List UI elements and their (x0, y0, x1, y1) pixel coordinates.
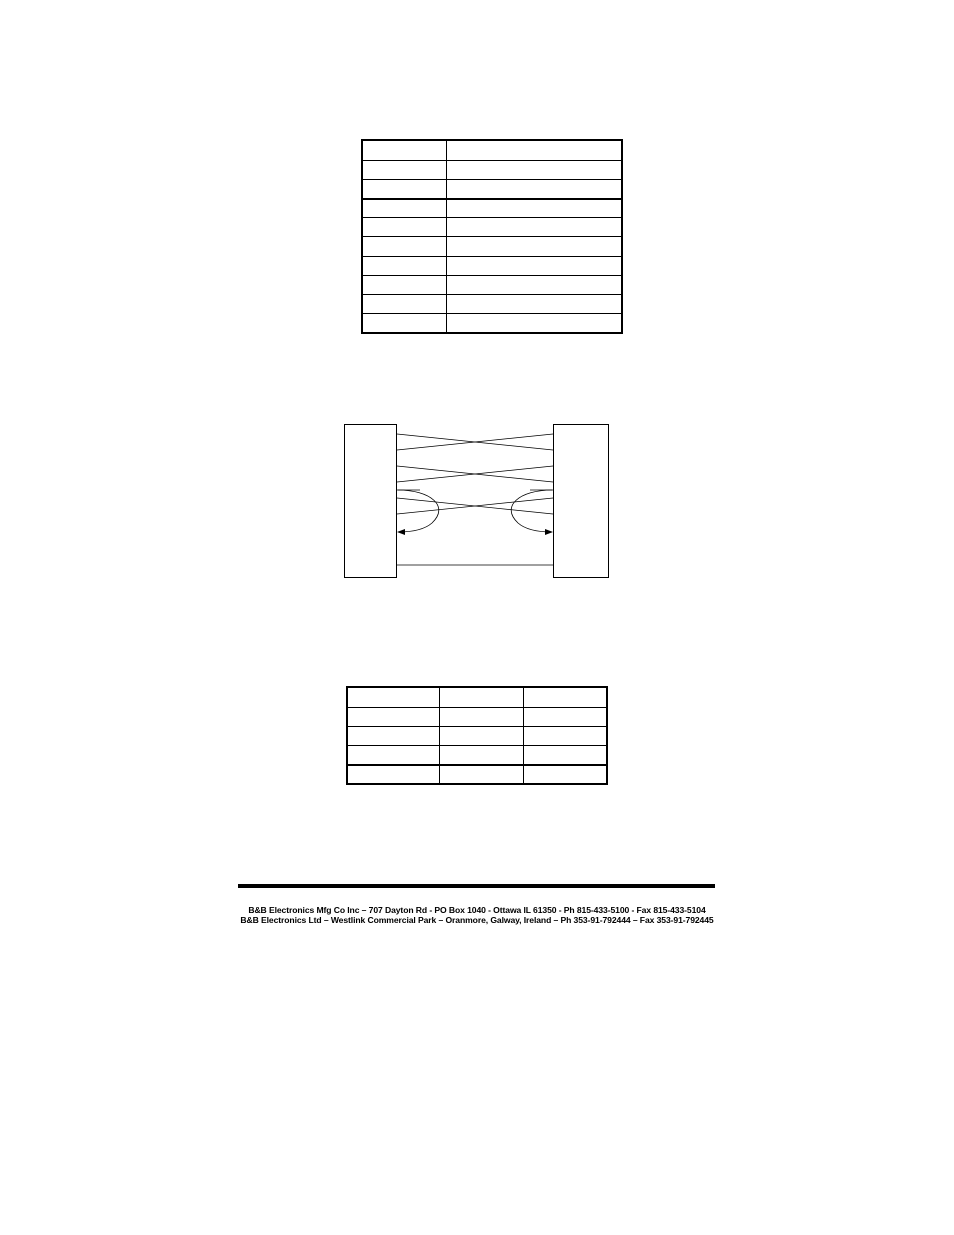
table-cell (348, 746, 439, 764)
table-cell (348, 766, 439, 783)
table-cell (439, 746, 523, 765)
table-cell (523, 766, 606, 784)
table-row (363, 198, 621, 218)
table-cell (363, 276, 446, 294)
table-row (363, 141, 621, 161)
table-cell (348, 688, 439, 707)
table-row (363, 312, 621, 332)
table-row (348, 764, 606, 784)
table-cell (439, 708, 523, 727)
wire (396, 497, 554, 515)
wiring-diagram (344, 424, 609, 578)
table-cell (446, 200, 621, 218)
table-row (363, 255, 621, 275)
table-row (348, 688, 606, 708)
table-cell (523, 746, 606, 765)
table-cell (348, 708, 439, 726)
table-cell (363, 257, 446, 275)
table-cell (446, 313, 621, 332)
right-connector-box (553, 424, 609, 578)
table-cell (446, 180, 621, 199)
table-row (363, 236, 621, 256)
table-row (363, 179, 621, 199)
footer-rule (238, 884, 715, 888)
table-cell (446, 275, 621, 294)
table-row (348, 726, 606, 746)
table-cell (446, 294, 621, 313)
table-row (348, 745, 606, 765)
table-cell (446, 237, 621, 256)
table-cell (523, 708, 606, 727)
table-cell (363, 161, 446, 179)
table-cell (363, 180, 446, 198)
table-cell (363, 141, 446, 160)
spec-table (346, 686, 608, 785)
table-cell (439, 766, 523, 784)
table-row (363, 293, 621, 313)
table-cell (439, 688, 523, 708)
table-cell (523, 688, 606, 708)
footer-address-ireland: B&B Electronics Ltd – Westlink Commercia… (240, 915, 714, 925)
table-cell (446, 218, 621, 237)
right-loopback-arrow (510, 489, 553, 535)
table-cell (446, 256, 621, 275)
table-row (363, 217, 621, 237)
left-connector-box (344, 424, 397, 578)
table-cell (363, 237, 446, 255)
table-cell (446, 141, 621, 161)
wire (396, 465, 554, 483)
table-cell (446, 161, 621, 180)
table-cell (348, 727, 439, 745)
table-cell (363, 218, 446, 236)
wire (396, 433, 554, 451)
footer-address-us: B&B Electronics Mfg Co Inc – 707 Dayton … (248, 905, 706, 915)
left-loopback-arrow (397, 489, 440, 535)
table-row (363, 160, 621, 180)
table-cell (439, 727, 523, 746)
table-cell (363, 295, 446, 313)
pin-table (361, 139, 623, 334)
table-row (363, 274, 621, 294)
table-cell (363, 200, 446, 217)
table-cell (523, 727, 606, 746)
table-cell (363, 314, 446, 332)
table-row (348, 707, 606, 727)
